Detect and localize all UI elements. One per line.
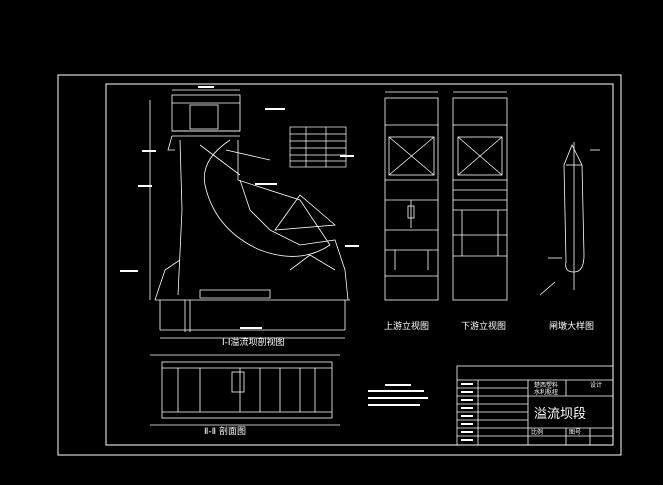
notes-block [368, 384, 428, 406]
downstream-elevation-title: 下游立视图 [461, 320, 506, 332]
drawing-title: 溢流坝段 [534, 407, 586, 422]
pier-detail-drawing [539, 142, 600, 296]
sheet-outer-border [57, 74, 622, 456]
sheet-cell: 图号 [569, 429, 581, 436]
section-1-1-title: Ⅰ-Ⅰ溢流坝剖视图 [222, 336, 285, 348]
title-block-small-text [461, 383, 473, 441]
upstream-elevation-drawing [384, 91, 439, 301]
section-1-1-drawing [149, 89, 350, 339]
design-cell: 设计 [590, 381, 602, 389]
section-2-2-drawing [150, 354, 340, 426]
section-1-1-dim-texts [120, 86, 359, 329]
upstream-elevation-title: 上游立视图 [384, 320, 429, 332]
school-line-1: 楚西塑料 [534, 381, 558, 389]
scale-cell: 比例 [531, 428, 543, 436]
sheet-inner-border [105, 83, 614, 446]
downstream-elevation-drawing [452, 91, 508, 301]
school-line-2: 水利枢纽 [534, 388, 558, 396]
section-2-2-title: Ⅱ-Ⅱ 剖面图 [204, 425, 246, 437]
data-table [289, 126, 347, 168]
title-block [456, 365, 614, 446]
pier-detail-title: 闸墩大样图 [549, 320, 594, 332]
